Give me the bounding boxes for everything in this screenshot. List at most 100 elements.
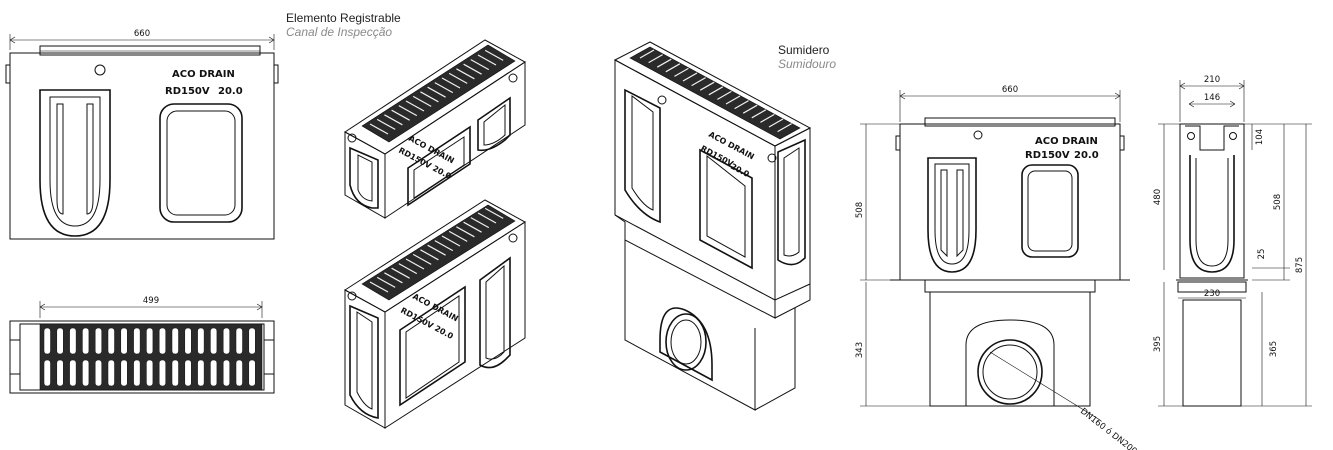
iso2-stamp-class: 20.0 — [433, 324, 455, 341]
grate-slot — [448, 230, 468, 242]
side-elevation-view: 210 146 230 104 480 508 25 875 395 365 — [1153, 75, 1312, 407]
dim-side-lower-right: 365 — [1269, 341, 1279, 357]
dim-sump-lower-height: 343 — [855, 342, 865, 358]
grate-slot — [107, 327, 115, 355]
dim-side-top-width: 210 — [1204, 75, 1220, 85]
grate-slot — [133, 359, 141, 387]
dim-pipe-spec: DN160 ó DN200 — [1078, 406, 1139, 450]
front-stamp-class: 20.0 — [218, 86, 243, 97]
sump-stamp-brand: ACO DRAIN — [1035, 136, 1098, 147]
dim-sump-width: 660 — [1002, 85, 1018, 95]
grate-slot — [391, 109, 410, 121]
grate-slot — [146, 327, 154, 355]
grate-slot — [69, 359, 77, 387]
dim-side-base-width: 230 — [1204, 289, 1220, 299]
grate-slot — [94, 327, 102, 355]
grate-slot — [768, 118, 784, 128]
grate-slot — [171, 359, 179, 387]
iso-registrable-view: ACO DRAIN RD150V 20.0 — [344, 39, 526, 219]
grate-slot — [184, 359, 192, 387]
grate-slot — [248, 327, 256, 355]
grate-slot — [742, 104, 758, 114]
grate-slot — [369, 123, 389, 135]
grate-slot — [463, 63, 482, 75]
grate-slot — [441, 77, 461, 89]
dim-body-height: 508 — [855, 202, 865, 218]
grate-slot — [639, 49, 655, 59]
grate-slot — [699, 81, 715, 91]
grate-slot — [434, 240, 454, 252]
grate-slot — [384, 114, 403, 126]
grate-slot — [376, 118, 396, 130]
iso-channel-view: ACO DRAIN RD150V 20.0 — [344, 199, 526, 429]
grate-slot — [391, 267, 410, 279]
grate-slot — [456, 68, 475, 80]
grate-slot — [734, 100, 749, 110]
grate-slot — [470, 217, 490, 229]
grate-slot — [405, 258, 425, 270]
grate-slot — [120, 359, 128, 387]
dim-top-length: 499 — [143, 296, 159, 306]
grate-slot — [197, 327, 205, 355]
grate-slot — [674, 67, 689, 77]
grate-slot — [235, 327, 243, 355]
registrable-subtitle: Canal de Inspecção — [286, 25, 393, 39]
grate-slot — [656, 58, 672, 68]
grate-slot — [107, 359, 115, 387]
top-plan-view: 499 — [9, 296, 275, 394]
grate-slot — [56, 359, 64, 387]
grate-slot — [484, 207, 504, 219]
grate-slot — [648, 54, 663, 64]
grate-slot — [456, 226, 475, 238]
grate-slot — [158, 327, 166, 355]
dim-side-inner-width: 146 — [1204, 93, 1220, 103]
grate-slot — [384, 272, 403, 284]
grate-slot — [427, 86, 446, 98]
grate-slot — [484, 49, 504, 61]
grate-slot — [760, 113, 775, 123]
grate-slot — [184, 327, 192, 355]
grate-slot — [369, 281, 389, 293]
grate-slot — [420, 91, 439, 103]
grate-slot — [235, 359, 243, 387]
grate-slot — [43, 359, 51, 387]
dim-side-grate-depth: 104 — [1255, 129, 1265, 145]
front-elevation-view: 660 ACO DRAIN RD150V 20.0 — [5, 29, 279, 240]
iso1-stamp-class: 20.0 — [431, 164, 453, 181]
grate-slot — [43, 327, 51, 355]
grate-slot — [420, 249, 439, 261]
grate-slot — [412, 95, 432, 107]
dim-front-width: 660 — [134, 29, 150, 39]
dim-side-total-height: 875 — [1295, 257, 1305, 273]
grate-slot — [222, 359, 230, 387]
grate-slot — [398, 105, 418, 117]
grate-slot — [94, 359, 102, 387]
grate-slot — [477, 212, 497, 224]
grate-slot — [376, 276, 396, 288]
grate-slot — [69, 327, 77, 355]
front-stamp-model: RD150V — [165, 86, 210, 97]
grate-slot — [197, 359, 205, 387]
grate-slot — [120, 327, 128, 355]
grate-slot — [210, 327, 218, 355]
grate-slot — [470, 59, 490, 71]
sump-stamp-class: 20.0 — [1074, 150, 1099, 161]
grate-slot — [248, 359, 256, 387]
grate-slot — [56, 327, 64, 355]
grate-slot — [477, 54, 497, 66]
grate-slot — [210, 359, 218, 387]
grate-slot — [665, 63, 681, 73]
registrable-title: Elemento Registrable — [286, 11, 401, 25]
grate-slot — [717, 90, 732, 100]
sumidero-elevation-view: 660 ACO DRAIN RD150V 20.0 DN160 ó DN200 … — [855, 85, 1139, 450]
grate-slot — [434, 82, 454, 94]
grate-slot — [82, 359, 90, 387]
grate-slot — [777, 123, 792, 133]
grate-slot — [398, 263, 418, 275]
dim-side-body-height: 508 — [1273, 194, 1283, 210]
sumidero-subtitle: Sumidouro — [778, 57, 837, 71]
grate-slot — [725, 95, 741, 105]
grate-slot — [441, 235, 461, 247]
grate-slot — [708, 86, 724, 96]
